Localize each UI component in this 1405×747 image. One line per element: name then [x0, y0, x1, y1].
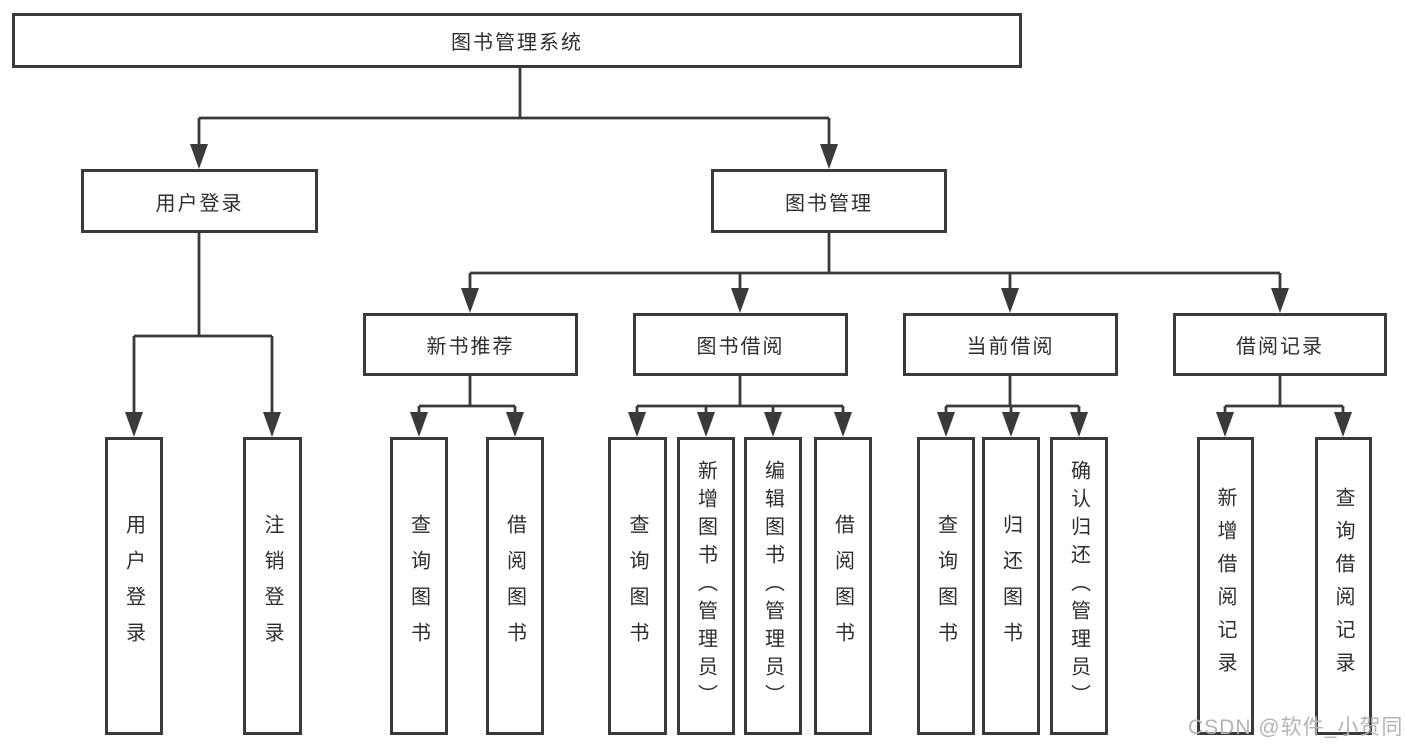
leaf-return-books: 归还图书: [982, 437, 1040, 735]
leaf-logout-label: 注销登录: [261, 514, 283, 658]
node-current-borrowing-label: 当前借阅: [966, 336, 1055, 358]
node-user-login-label: 用户登录: [155, 192, 244, 215]
node-book-management: 图书管理: [711, 169, 947, 233]
node-book-management-label: 图书管理: [785, 192, 873, 215]
node-system-root-label: 图书管理系统: [451, 32, 583, 54]
watermark: CSDN @软件_小贺同学: [1188, 716, 1405, 739]
leaf-user-login-label: 用户登录: [122, 514, 145, 658]
arrowheads: [125, 144, 1352, 437]
leaf-query-books-current-label: 查询图书: [934, 514, 957, 658]
leaf-query-books-borrowing-label: 查询图书: [626, 514, 648, 658]
node-current-borrowing: 当前借阅: [903, 313, 1118, 376]
leaf-edit-book-admin: 编辑图书（管理员）: [744, 437, 802, 735]
leaf-query-books-recommend-label: 查询图书: [407, 514, 430, 658]
leaf-return-books-label: 归还图书: [999, 514, 1022, 658]
leaf-query-books-current: 查询图书: [917, 437, 975, 735]
leaf-borrow-books-recommend: 借阅图书: [486, 437, 544, 735]
leaf-query-borrow-record-label: 查询借阅记录: [1332, 487, 1354, 685]
node-new-book-recommendation: 新书推荐: [363, 313, 578, 376]
leaf-add-book-admin: 新增图书（管理员）: [677, 437, 735, 735]
node-borrowing-records: 借阅记录: [1173, 313, 1387, 376]
leaf-edit-book-admin-label: 编辑图书（管理员）: [761, 460, 784, 712]
leaf-borrow-books-borrowing: 借阅图书: [814, 437, 872, 735]
leaf-query-borrow-record: 查询借阅记录: [1315, 437, 1372, 735]
leaf-query-books-borrowing: 查询图书: [608, 437, 667, 735]
leaf-add-book-admin-label: 新增图书（管理员）: [694, 460, 717, 712]
leaf-confirm-return-admin: 确认归还（管理员）: [1050, 437, 1108, 735]
leaf-add-borrow-record: 新增借阅记录: [1197, 437, 1254, 735]
node-new-book-recommendation-label: 新书推荐: [426, 336, 515, 358]
leaf-add-borrow-record-label: 新增借阅记录: [1214, 487, 1236, 685]
leaf-user-login: 用户登录: [105, 437, 163, 735]
node-book-borrowing: 图书借阅: [633, 313, 848, 376]
node-borrowing-records-label: 借阅记录: [1236, 336, 1324, 358]
leaf-borrow-books-borrowing-label: 借阅图书: [831, 514, 854, 658]
leaf-borrow-books-recommend-label: 借阅图书: [503, 514, 526, 658]
leaf-logout: 注销登录: [243, 437, 302, 735]
node-book-borrowing-label: 图书借阅: [696, 336, 785, 358]
node-system-root: 图书管理系统: [12, 13, 1022, 68]
leaf-confirm-return-admin-label: 确认归还（管理员）: [1067, 460, 1090, 712]
leaf-query-books-recommend: 查询图书: [390, 437, 448, 735]
node-user-login: 用户登录: [81, 169, 318, 233]
